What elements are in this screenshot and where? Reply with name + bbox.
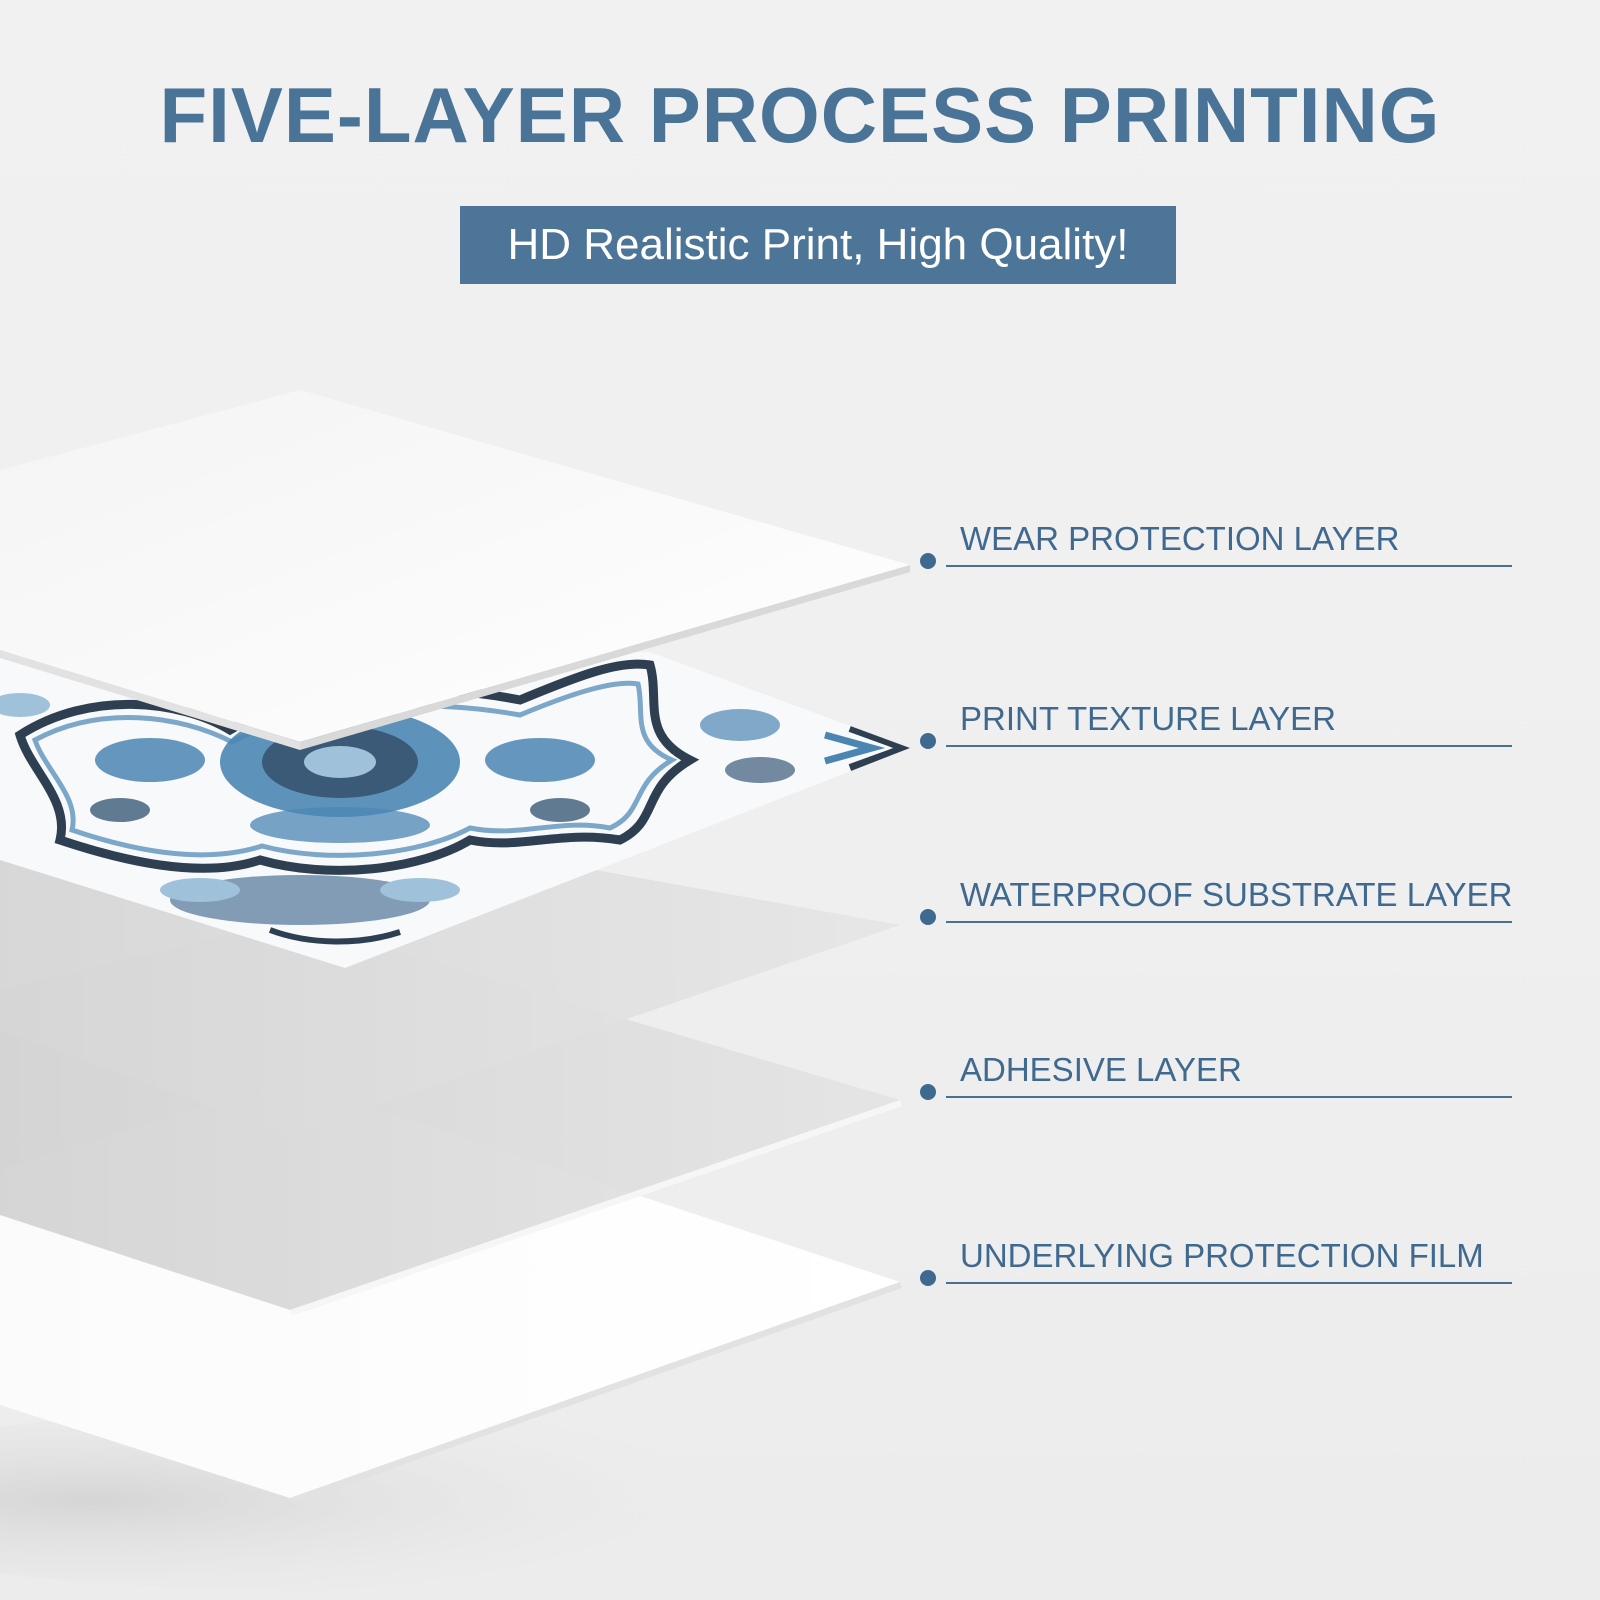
layer-wear-protection: [0, 390, 910, 742]
label-waterproof-substrate-layer: WATERPROOF SUBSTRATE LAYER: [920, 871, 1513, 931]
label-underline: [946, 1282, 1512, 1284]
label-underline: [946, 921, 1512, 923]
label-underline: [946, 745, 1512, 747]
label-underline: [946, 565, 1512, 567]
bullet-dot: [920, 909, 936, 925]
bullet-dot: [920, 1270, 936, 1286]
banner-text: HD Realistic Print, High Quality!: [507, 220, 1129, 269]
bullet-dot: [920, 1084, 936, 1100]
label-text: ADHESIVE LAYER: [960, 1051, 1242, 1088]
label-underlying-protection-film: UNDERLYING PROTECTION FILM: [920, 1232, 1512, 1292]
label-adhesive-layer: ADHESIVE LAYER: [920, 1046, 1512, 1106]
label-text: UNDERLYING PROTECTION FILM: [960, 1237, 1484, 1274]
label-wear-protection-layer: WEAR PROTECTION LAYER: [920, 515, 1512, 575]
subtitle-banner: HD Realistic Print, High Quality!: [460, 206, 1176, 284]
label-print-texture-layer: PRINT TEXTURE LAYER: [920, 695, 1512, 755]
label-text: PRINT TEXTURE LAYER: [960, 700, 1336, 737]
label-underline: [946, 1096, 1512, 1098]
bullet-dot: [920, 553, 936, 569]
label-text: WATERPROOF SUBSTRATE LAYER: [960, 876, 1513, 913]
page-title: FIVE-LAYER PROCESS PRINTING: [159, 71, 1441, 159]
label-text: WEAR PROTECTION LAYER: [960, 520, 1400, 557]
bullet-dot: [920, 733, 936, 749]
